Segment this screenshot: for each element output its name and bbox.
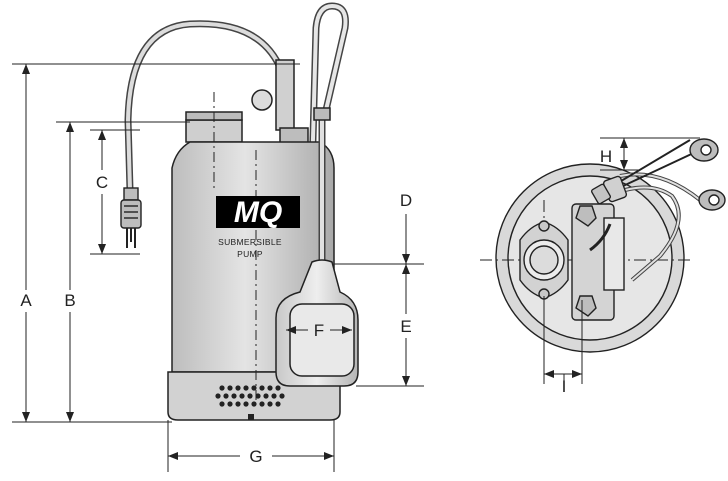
product-label-line1: SUBMERSIBLE xyxy=(218,237,282,247)
dimension-label-c: C xyxy=(96,173,108,192)
dimension-label-b: B xyxy=(64,291,75,310)
dimension-label-a: A xyxy=(20,291,32,310)
cable-entry xyxy=(275,59,295,131)
product-label-line2: PUMP xyxy=(237,249,263,259)
dimension-label-f: F xyxy=(314,321,324,340)
pump-side-view xyxy=(124,2,359,421)
pump-top-view xyxy=(480,138,726,353)
dimension-label-h: H xyxy=(600,147,612,166)
dimension-label-e: E xyxy=(400,317,411,336)
logo-text: MQ xyxy=(234,196,282,229)
power-plug xyxy=(120,187,142,248)
dimension-lines-left xyxy=(12,63,424,472)
dimension-label-i: I xyxy=(562,377,567,396)
dimension-lines-right xyxy=(543,137,700,392)
strainer-holes xyxy=(215,385,285,407)
dimension-label-g: G xyxy=(249,447,262,466)
dimension-label-d: D xyxy=(400,191,412,210)
logo-badge xyxy=(216,196,300,228)
